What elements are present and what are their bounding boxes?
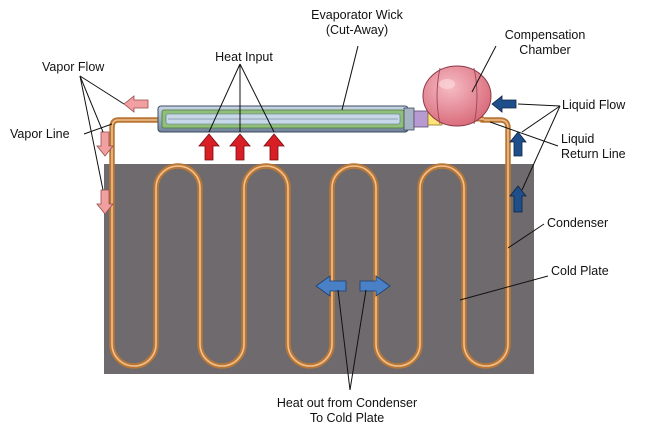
heat-out-right-arrow-icon xyxy=(359,275,391,297)
vapor-flow-arrows xyxy=(96,95,149,215)
liquid-up-arrow-icon xyxy=(509,185,527,213)
heat-out-arrows xyxy=(315,275,391,297)
heat-arrow-icon xyxy=(229,133,251,161)
heat-arrow-icon xyxy=(263,133,285,161)
liquid-return-line-label-line1: Liquid xyxy=(561,132,595,146)
liquid-left-arrow-icon xyxy=(491,95,517,113)
heat-input-arrows xyxy=(198,133,285,161)
vapor-down-arrow-icon xyxy=(96,131,114,157)
liquid-up-arrow-icon xyxy=(509,131,527,157)
condenser-label: Condenser xyxy=(547,216,609,230)
heat-arrow-icon xyxy=(198,133,220,161)
evaporator-wick-label-line1: Evaporator Wick xyxy=(311,8,403,22)
vapor-left-arrow-icon xyxy=(123,95,149,113)
vapor-flow-label: Vapor Flow xyxy=(42,60,105,74)
evaporator-wick-label-line2: (Cut-Away) xyxy=(325,23,389,37)
compensation-chamber-label-line2: Chamber xyxy=(519,43,571,57)
heat-out-label-line2: To Cold Plate xyxy=(309,411,385,425)
liquid-flow-arrows xyxy=(491,95,527,213)
heat-out-label-line1: Heat out from Condenser xyxy=(276,396,418,410)
leader-lines xyxy=(79,45,561,391)
compensation-chamber xyxy=(422,65,492,127)
evaporator-wick-label: Evaporator Wick (Cut-Away) xyxy=(311,8,403,38)
cold-plate xyxy=(104,164,534,374)
heat-out-label: Heat out from Condenser To Cold Plate xyxy=(277,396,417,426)
vapor-down-arrow-icon xyxy=(96,189,114,215)
compensation-chamber-label-line1: Compensation xyxy=(504,28,586,42)
vapor-line-label: Vapor Line xyxy=(10,127,70,141)
condenser-tube xyxy=(109,117,511,369)
liquid-flow-label: Liquid Flow xyxy=(562,98,626,112)
liquid-return-line-label: Liquid Return Line xyxy=(561,132,626,162)
liquid-return-line-label-line2: Return Line xyxy=(561,147,626,161)
compensation-chamber-label: Compensation Chamber xyxy=(505,28,586,58)
cold-plate-label: Cold Plate xyxy=(551,264,609,278)
heat-input-label: Heat Input xyxy=(215,50,273,64)
